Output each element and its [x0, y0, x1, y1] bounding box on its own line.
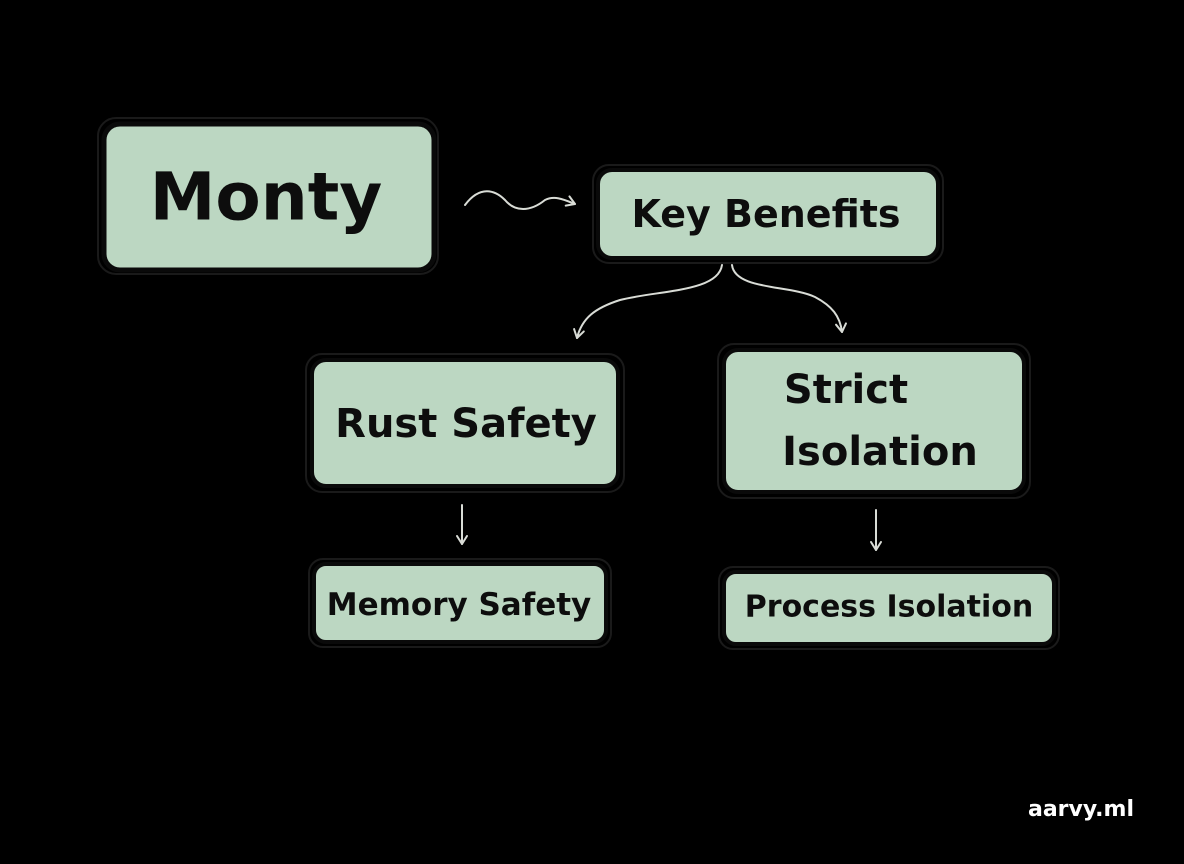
- node-rust-safety-label: Rust Safety: [335, 401, 597, 447]
- node-process-isolation-label: Process Isolation: [745, 590, 1033, 625]
- node-memory-safety: Memory Safety: [308, 558, 612, 648]
- node-key-benefits-label: Key Benefits: [631, 192, 900, 236]
- connectors: [456, 190, 882, 551]
- arrow-monty-to-key-benefits: [464, 190, 576, 210]
- node-strict-isolation-sketch-outline: [717, 343, 1031, 499]
- arrow-key-benefits-to-strict-isolation: [731, 264, 847, 333]
- node-strict-isolation: Strict Isolation: [717, 343, 1031, 499]
- node-monty: Monty: [97, 117, 439, 275]
- watermark: aarvy.ml: [1027, 797, 1134, 822]
- node-key-benefits: Key Benefits: [592, 164, 944, 264]
- node-rust-safety-box: [310, 358, 620, 488]
- node-memory-safety-box: [312, 562, 608, 644]
- node-process-isolation-box: [722, 570, 1056, 646]
- node-rust-safety: Rust Safety: [305, 353, 625, 493]
- node-strict-isolation-box: [722, 348, 1026, 494]
- node-strict-isolation-label-line1: Strict: [784, 367, 908, 413]
- node-key-benefits-box: [596, 168, 940, 260]
- node-strict-isolation-label-line2: Isolation: [782, 429, 978, 475]
- arrow-key-benefits-to-rust-safety: [573, 264, 723, 339]
- node-rust-safety-sketch-outline: [305, 353, 625, 493]
- node-memory-safety-label: Memory Safety: [327, 587, 592, 623]
- node-memory-safety-sketch-outline: [308, 558, 612, 648]
- node-monty-box: [101, 121, 437, 273]
- node-process-isolation-sketch-outline: [718, 566, 1060, 650]
- node-key-benefits-sketch-outline: [592, 164, 944, 264]
- node-monty-sketch-outline: [97, 117, 439, 275]
- node-monty-label: Monty: [150, 159, 383, 236]
- node-process-isolation: Process Isolation: [718, 566, 1060, 650]
